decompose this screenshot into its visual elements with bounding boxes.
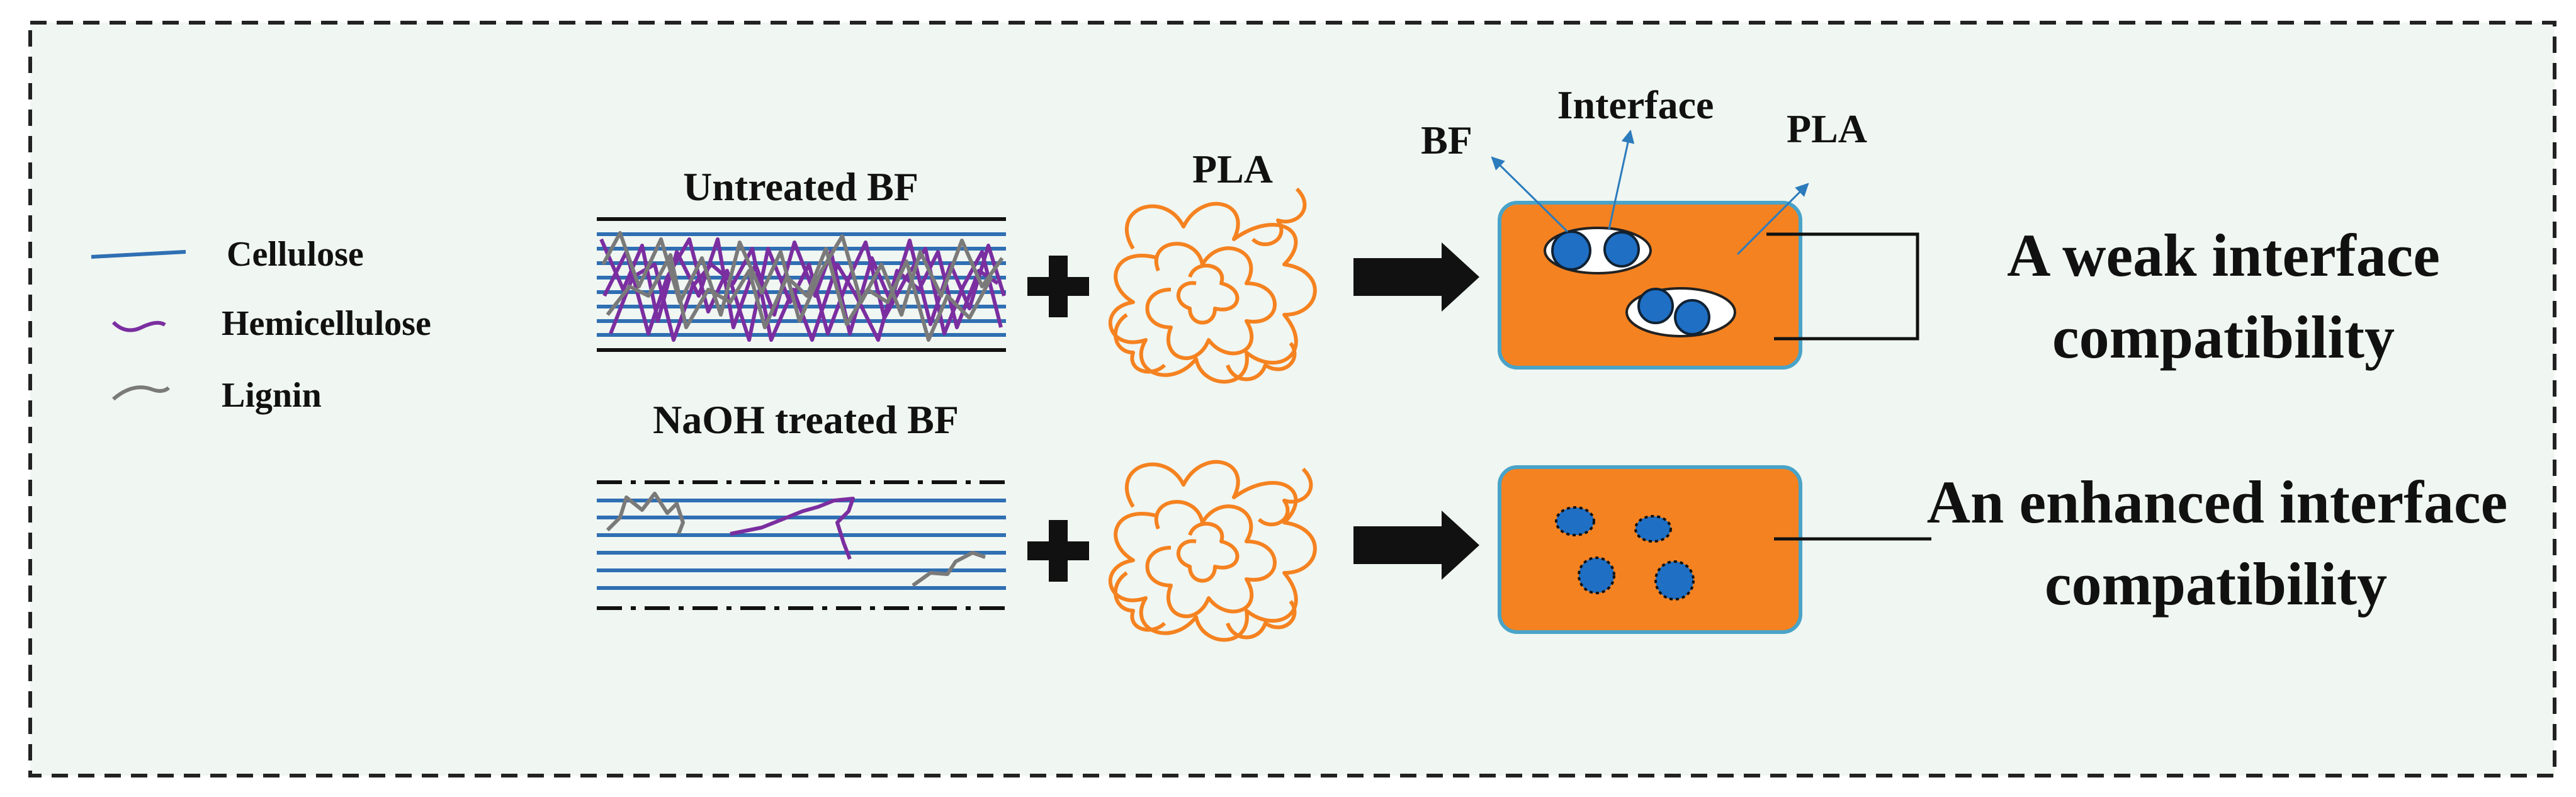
interface-callout-label: Interface bbox=[1557, 82, 1714, 127]
pla-matrix-label: PLA bbox=[1192, 147, 1273, 191]
fiber-dot bbox=[1578, 557, 1615, 594]
pla-callout-label: PLA bbox=[1787, 106, 1867, 151]
untreated-fiber-title: Untreated BF bbox=[683, 164, 918, 209]
weak-bracket bbox=[1766, 232, 1919, 341]
fiber-dot bbox=[1654, 560, 1695, 601]
plus-sign-top bbox=[1027, 256, 1089, 317]
treated-fiber-title: NaOH treated BF bbox=[653, 397, 959, 442]
arrow-to-enhanced-composite bbox=[1353, 511, 1479, 580]
treated-hemicellulose-strand bbox=[730, 497, 855, 560]
treated-lignin-strand-1 bbox=[606, 492, 685, 535]
weak-result-line1: A weak interface bbox=[2007, 222, 2440, 289]
fiber-void-left bbox=[1544, 227, 1652, 274]
treated-lignin-strand-2 bbox=[912, 551, 986, 587]
weak-result-line2: compatibility bbox=[2052, 303, 2395, 371]
weak-composite-block bbox=[1498, 201, 1802, 370]
fiber-void-right bbox=[1625, 287, 1736, 337]
untreated-fiber: Untreated BF bbox=[597, 164, 1006, 352]
fiber-dot bbox=[1674, 299, 1710, 336]
fiber-dot bbox=[1603, 231, 1640, 268]
fiber-dot bbox=[1555, 506, 1595, 536]
fiber-dot bbox=[1634, 515, 1672, 543]
enhanced-composite-block bbox=[1498, 465, 1802, 634]
fiber-dot bbox=[1637, 288, 1674, 324]
cellulose-legend-line bbox=[91, 250, 186, 259]
hemicellulose-legend-line bbox=[111, 320, 166, 332]
pla-callout-arrow bbox=[1736, 183, 1809, 256]
weak-composite: BF Interface PLA bbox=[1421, 82, 1919, 370]
hemicellulose-legend-label: Hemicellulose bbox=[222, 304, 431, 343]
plus-sign-bottom bbox=[1027, 520, 1089, 582]
treated-cellulose-lines bbox=[597, 499, 1006, 590]
untreated-lignin-tangle bbox=[601, 231, 1004, 342]
lignin-legend-label: Lignin bbox=[222, 376, 322, 415]
pla-coil-bottom bbox=[1108, 460, 1317, 642]
treated-fiber: NaOH treated BF bbox=[597, 397, 1006, 610]
enhanced-composite bbox=[1498, 465, 1931, 634]
bf-callout-arrow bbox=[1491, 156, 1569, 233]
cellulose-legend-label: Cellulose bbox=[227, 235, 364, 274]
arrow-to-weak-composite bbox=[1353, 242, 1479, 312]
enhanced-result-line2: compatibility bbox=[2045, 550, 2387, 618]
lignin-legend-line bbox=[112, 385, 171, 401]
enhanced-result-text: An enhanced interface compatibility bbox=[1927, 468, 2508, 618]
diagram-frame bbox=[28, 21, 2556, 777]
weak-result-text: A weak interface compatibility bbox=[2007, 222, 2440, 371]
legend: Cellulose Hemicellulose Lignin bbox=[91, 235, 431, 415]
enhanced-result-line1: An enhanced interface bbox=[1927, 468, 2508, 536]
interface-callout-arrow bbox=[1608, 129, 1635, 230]
bf-callout-label: BF bbox=[1421, 118, 1472, 162]
pla-coil-top bbox=[1108, 187, 1317, 384]
fiber-dot bbox=[1551, 230, 1591, 271]
